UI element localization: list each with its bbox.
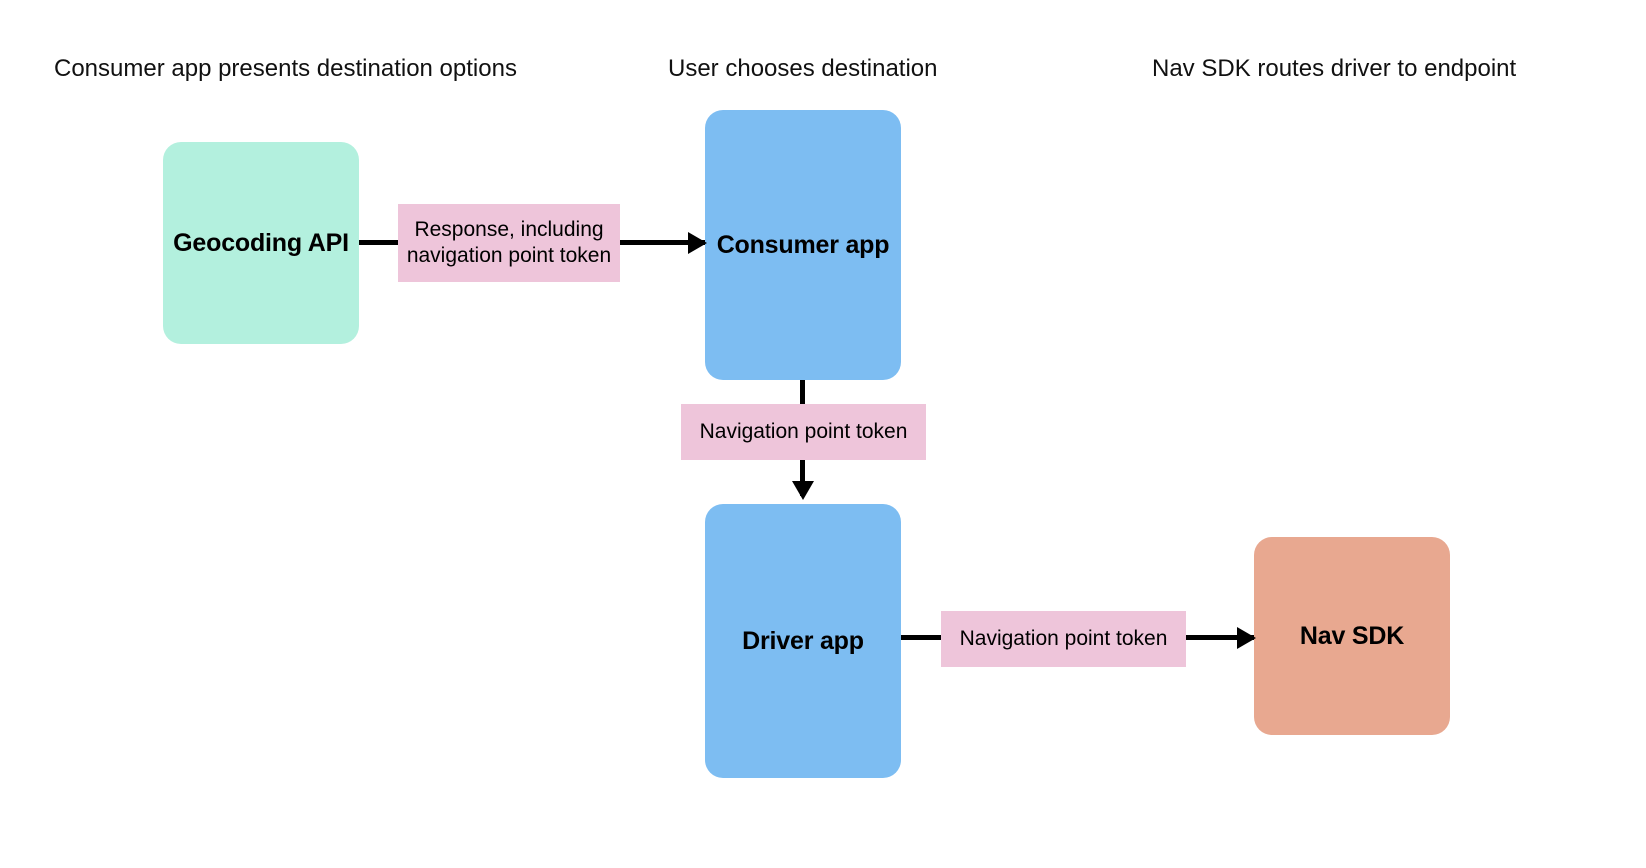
node-driver-app[interactable]: Driver app xyxy=(705,504,901,778)
column-header-user-choice: User chooses destination xyxy=(668,55,938,82)
arrowhead-driver-to-navsdk xyxy=(1237,627,1256,649)
edge-label-navigation-point-token-horizontal-text: Navigation point token xyxy=(959,627,1168,650)
node-geocoding-api-label: Geocoding API xyxy=(173,228,349,257)
node-geocoding-api[interactable]: Geocoding API xyxy=(163,142,359,344)
node-consumer-app-label: Consumer app xyxy=(716,230,890,259)
node-driver-app-label: Driver app xyxy=(742,626,864,655)
edge-label-navigation-point-token-vertical: Navigation point token xyxy=(681,404,926,460)
node-consumer-app[interactable]: Consumer app xyxy=(705,110,901,380)
arrowhead-geocoding-to-consumer xyxy=(688,232,707,254)
edge-label-response-text: Response, including navigation point tok… xyxy=(406,218,612,267)
arrowhead-consumer-to-driver xyxy=(792,481,814,500)
edge-label-navigation-point-token-vertical-text: Navigation point token xyxy=(699,420,908,443)
node-nav-sdk-label: Nav SDK xyxy=(1299,621,1405,650)
edge-label-response-navigation-point-token: Response, including navigation point tok… xyxy=(398,204,620,282)
column-header-nav-sdk: Nav SDK routes driver to endpoint xyxy=(1152,55,1517,82)
node-nav-sdk[interactable]: Nav SDK xyxy=(1254,537,1450,735)
column-header-consumer-app: Consumer app presents destination option… xyxy=(54,55,517,82)
edge-label-navigation-point-token-horizontal: Navigation point token xyxy=(941,611,1186,667)
